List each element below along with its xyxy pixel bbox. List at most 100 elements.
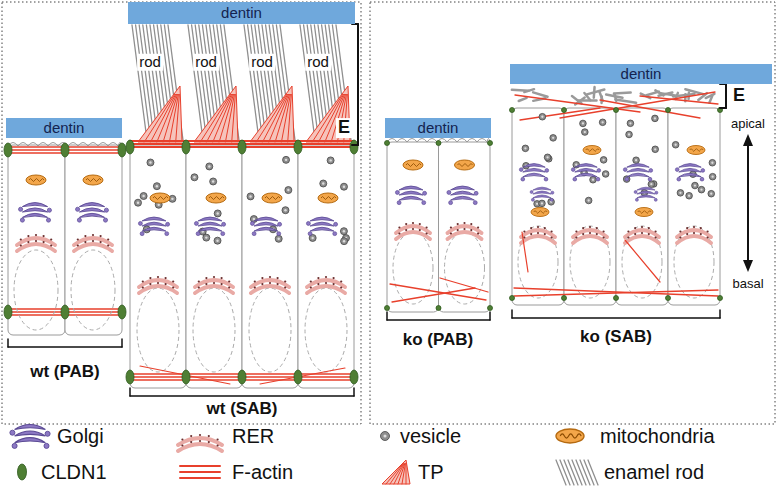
cldn1-symbol <box>294 140 302 154</box>
cell-outline <box>439 142 491 312</box>
rer-cisterna <box>307 286 345 293</box>
ribosome-dot <box>679 230 681 232</box>
f-actin-sample <box>180 471 220 473</box>
arrow-head <box>743 260 753 272</box>
tp-stripe <box>169 94 178 142</box>
golgi-vesicle <box>308 232 312 236</box>
cldn1-symbol <box>350 370 358 384</box>
cldn1-symbol <box>238 370 246 384</box>
group-label: ko (PAB) <box>403 331 474 350</box>
enamel-fragment <box>706 94 715 98</box>
vesicle-core <box>253 218 255 220</box>
golgi-vesicle <box>530 191 533 194</box>
ribosome-dot <box>254 286 256 288</box>
rer-symbol <box>195 276 233 293</box>
vesicle-symbol <box>708 190 715 197</box>
ribosome-dot <box>544 227 546 229</box>
tp-stripe <box>263 94 288 142</box>
ribosome-dot <box>603 236 605 238</box>
ribosome-dot <box>208 435 210 437</box>
vesicle-symbol <box>341 238 348 245</box>
golgi-vesicle <box>277 232 281 236</box>
rod-label: rod <box>137 54 163 71</box>
mitochondria-crista <box>560 434 581 438</box>
golgi-vesicle <box>278 222 282 226</box>
vesicle-symbol <box>686 192 693 199</box>
cell-outline <box>512 108 564 305</box>
ribosome-dot <box>470 223 472 225</box>
cldn1-symbol <box>126 140 134 154</box>
cldn1-symbol <box>4 143 12 157</box>
vesicle-symbol <box>214 210 221 217</box>
vesicle-symbol <box>247 193 254 200</box>
vesicle-symbol <box>539 200 546 207</box>
vesicle-core <box>322 182 324 184</box>
dentin-band: dentin <box>510 64 772 84</box>
golgi-cisterna <box>310 227 334 231</box>
ribosome-dot <box>92 240 94 242</box>
ribosome-dot <box>165 277 167 279</box>
golgi-cisterna <box>575 168 597 172</box>
legend-label: enamel rod <box>604 461 704 483</box>
vesicle-core <box>582 122 584 124</box>
vesicle-core <box>546 156 548 158</box>
vesicle-core <box>604 173 606 175</box>
vesicle-symbol <box>206 163 213 170</box>
ribosome-dot <box>208 441 210 443</box>
ribosome-dot <box>426 226 428 228</box>
vesicle-symbol <box>590 176 597 183</box>
cldn1-symbol <box>182 370 190 384</box>
nucleus-outline <box>14 250 58 330</box>
ribosome-dot <box>284 286 286 288</box>
vesicle-symbol <box>340 228 347 235</box>
tp-stripe <box>232 94 236 142</box>
dentin-band: dentin <box>385 118 491 138</box>
f-actin-line <box>390 284 486 300</box>
vesicle-core <box>601 121 603 123</box>
ribosome-dot <box>412 228 414 230</box>
vesicle-symbol <box>602 171 609 178</box>
vesicle-core <box>700 188 702 190</box>
ribosome-dot <box>405 223 407 225</box>
ribosome-dot <box>693 226 695 228</box>
vesicle-core <box>249 195 251 197</box>
ribosome-dot <box>551 236 553 238</box>
rer-symbol <box>74 234 112 251</box>
mitochondria-crista <box>29 179 44 182</box>
f-actin-line <box>140 366 230 384</box>
vesicle-core <box>584 131 586 133</box>
axis-arrow <box>747 142 749 264</box>
cldn1-symbol <box>294 370 302 384</box>
vesicle-symbol <box>381 432 390 441</box>
golgi-vesicle <box>545 169 549 173</box>
cldn1-symbol <box>614 296 619 301</box>
mitochondria-crista <box>265 197 280 200</box>
golgi-cisterna <box>451 191 475 195</box>
enamel-bracket <box>720 107 726 109</box>
mitochondria-crista <box>406 164 421 167</box>
ribosome-dot <box>261 283 263 285</box>
ribosome-dot <box>261 277 263 279</box>
vesicle-symbol <box>135 199 142 206</box>
vesicle-symbol <box>626 131 633 138</box>
golgi-cisterna <box>637 187 655 190</box>
ribosome-dot <box>228 286 230 288</box>
ribosome-dot <box>35 240 37 242</box>
nucleus-outline <box>393 232 433 304</box>
ribosome-dot <box>317 283 319 285</box>
ribosome-dot <box>551 230 553 232</box>
golgi-vesicle <box>654 198 657 201</box>
ribosome-dot <box>523 236 525 238</box>
golgi-vesicle <box>573 177 577 181</box>
ribosome-dot <box>205 277 207 279</box>
rer-symbol <box>677 226 711 243</box>
ribosome-dot <box>199 440 201 442</box>
ribosome-dot <box>172 280 174 282</box>
rer-symbol <box>521 226 555 243</box>
enamel-rod-stripe <box>588 460 598 485</box>
vesicle-symbol <box>275 235 282 242</box>
golgi-cisterna <box>142 217 166 221</box>
golgi-vesicle <box>166 222 170 226</box>
vesicle-core <box>383 434 386 437</box>
